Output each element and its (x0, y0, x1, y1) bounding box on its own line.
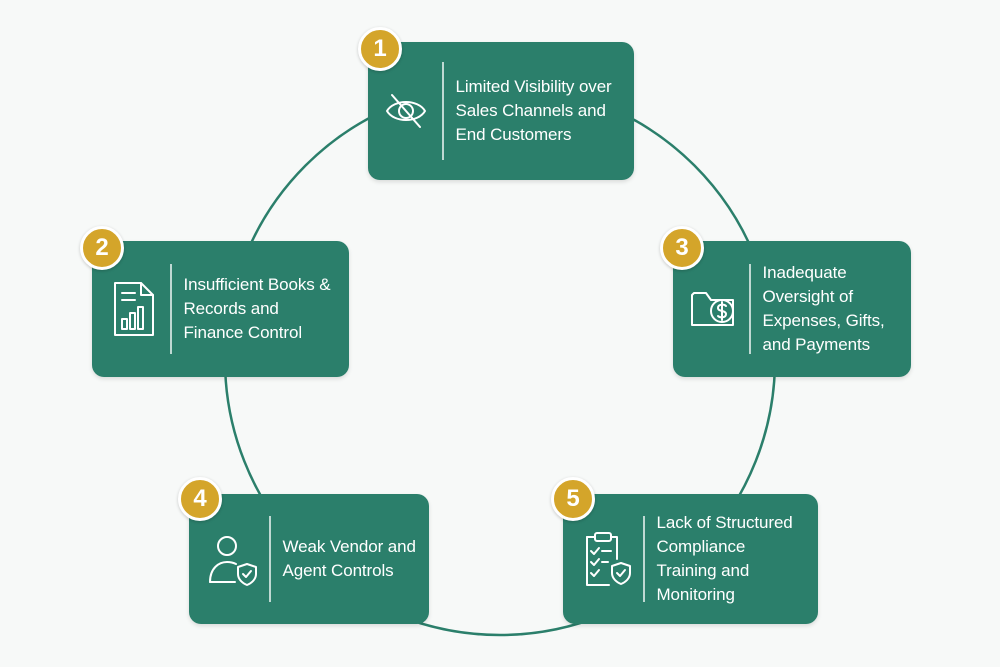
badge-5: 5 (551, 477, 595, 521)
risk-card-3: Inadequate Oversight of Expenses, Gifts,… (673, 241, 911, 377)
risk-label-5: Lack of Structured Compliance Training a… (656, 513, 793, 604)
person-shield-icon (207, 532, 259, 586)
document-chart-icon (110, 279, 158, 339)
risk-label-2: Insufficient Books & Records and Finance… (183, 275, 331, 342)
eye-slash-icon (384, 91, 428, 131)
card-divider (643, 516, 645, 602)
card-divider (269, 516, 271, 602)
risk-card-5: Lack of Structured Compliance Training a… (563, 494, 818, 624)
card-divider (170, 264, 172, 354)
badge-4: 4 (178, 477, 222, 521)
badge-3: 3 (660, 226, 704, 270)
risk-label-3: Inadequate Oversight of Expenses, Gifts,… (762, 263, 885, 354)
checklist-shield-icon (581, 529, 633, 589)
risk-card-2: Insufficient Books & Records and Finance… (92, 241, 349, 377)
risk-card-1: Limited Visibility over Sales Channels a… (368, 42, 634, 180)
risk-label-4: Weak Vendor and Agent Controls (282, 537, 416, 580)
risk-label-1: Limited Visibility over Sales Channels a… (455, 77, 612, 144)
card-divider (442, 62, 444, 160)
risk-card-4: Weak Vendor and Agent Controls (189, 494, 429, 624)
badge-1: 1 (358, 27, 402, 71)
badge-2: 2 (80, 226, 124, 270)
folder-dollar-icon (689, 285, 739, 333)
card-divider (749, 264, 751, 354)
